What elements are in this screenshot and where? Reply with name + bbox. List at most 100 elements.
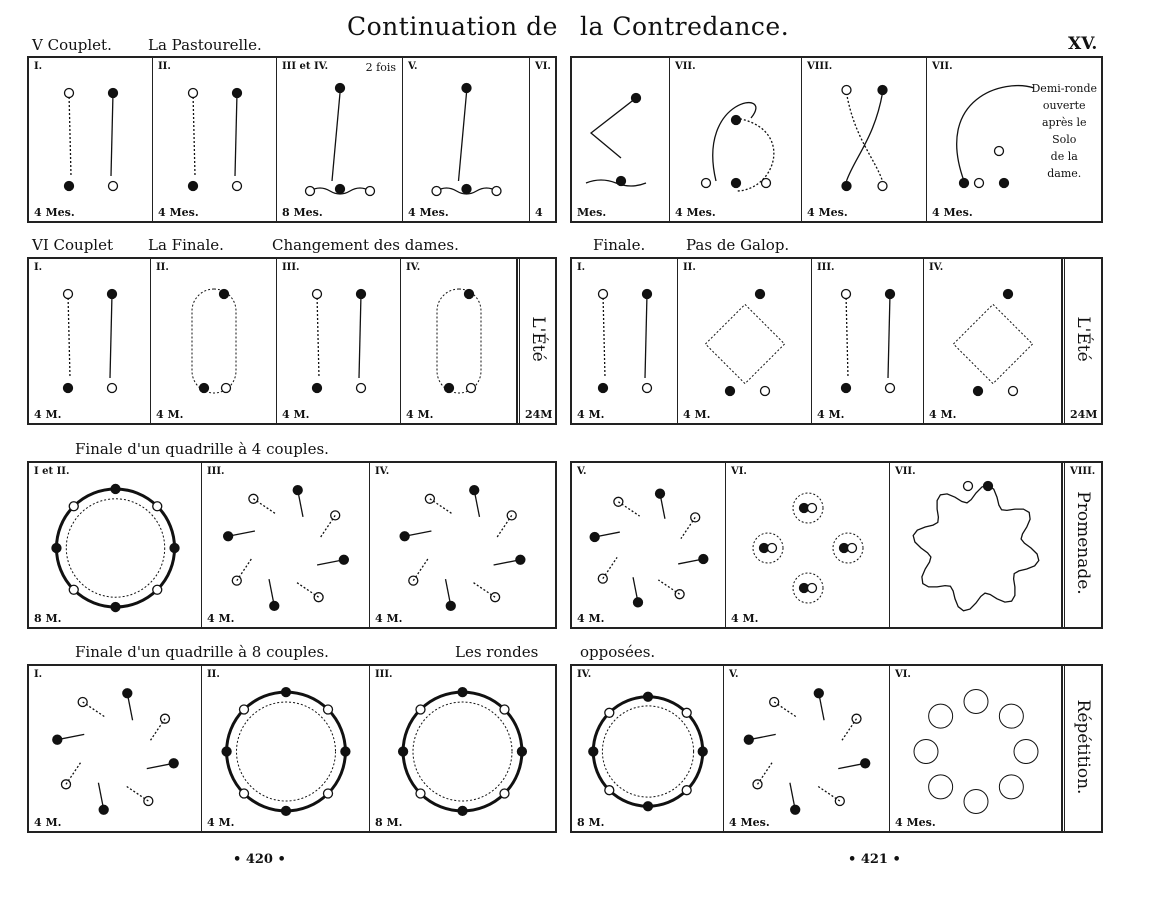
dance-figure-diagram (704, 288, 786, 397)
dame-mark (465, 382, 477, 394)
figure-note: Demi-ronde ouverte après le Solo de la d… (1031, 82, 1097, 180)
figure-number: VI. (895, 669, 911, 680)
path-line (952, 303, 1034, 385)
figure-panel: V.4 M. (572, 463, 726, 627)
dame-mark (415, 704, 426, 715)
cavalier-mark (107, 87, 119, 99)
figure-panel: VI.4 (530, 58, 555, 221)
figure-row-quadrille-4: I et II.8 M.III.4 M.IV.4 M. (27, 461, 557, 629)
path-line (789, 782, 796, 810)
path-line (67, 293, 71, 379)
dame-mark (68, 501, 79, 512)
path-line (594, 531, 620, 538)
dame-mark (415, 788, 426, 799)
ring-path (832, 532, 864, 564)
measure-count: 4 (535, 206, 543, 219)
figure-panel: II.4 M. (678, 259, 812, 423)
cavalier-mark (280, 686, 292, 698)
dance-figure-diagram (841, 84, 888, 192)
dame-mark (152, 584, 163, 595)
dance-figure-diagram (913, 689, 1039, 814)
figure-number: VI. (731, 466, 747, 477)
dame-mark (499, 788, 510, 799)
cavalier-mark (51, 542, 62, 554)
path-line (589, 97, 637, 159)
figure-number: I. (577, 262, 586, 273)
cavalier-mark (463, 288, 475, 300)
caption-la-finale: La Finale. (148, 236, 224, 254)
figure-panel: II.4 M. (202, 666, 370, 831)
dance-figure-diagram (63, 87, 119, 192)
path-line (358, 293, 362, 379)
ring-path (928, 703, 954, 729)
figure-number: III et IV. (282, 61, 329, 72)
figure-number: VIII. (1070, 466, 1096, 477)
figure-number: VII. (895, 466, 916, 477)
dance-figure-diagram (912, 480, 1040, 612)
path-line (191, 288, 237, 394)
figure-panel: I et II.8 M. (29, 463, 202, 627)
dance-figure-diagram (597, 288, 653, 394)
figure-number: III. (207, 466, 225, 477)
ring-path (792, 572, 824, 604)
cavalier-mark (813, 688, 824, 699)
ring-path (928, 774, 954, 800)
path-line (109, 293, 113, 379)
figure-number: IV. (577, 669, 592, 680)
measure-count: 4 M. (577, 612, 605, 625)
cavalier-mark (218, 288, 230, 300)
path-line (412, 557, 430, 581)
measure-count: 4 Mes. (34, 206, 75, 219)
cavalier-mark (642, 801, 654, 812)
dance-figure-diagram (62, 288, 118, 394)
dance-figure-diagram (743, 688, 871, 815)
cavalier-mark (355, 288, 367, 300)
figure-number: II. (683, 262, 696, 273)
dame-mark (769, 696, 780, 708)
dame-mark (62, 288, 74, 300)
path-line (473, 490, 481, 518)
dame-mark (846, 542, 858, 554)
measure-count: 8 Mes. (282, 206, 323, 219)
cavalier-mark (338, 554, 350, 565)
dame-mark (322, 704, 334, 715)
cavalier-mark (169, 542, 180, 554)
cavalier-mark (743, 734, 754, 745)
figure-number: IV. (375, 466, 390, 477)
figure-panel: VIII.Promenade. (1062, 463, 1101, 627)
path-line (234, 92, 238, 177)
ring-path (601, 705, 695, 798)
caption-pas-de-galop: Pas de Galop. (686, 236, 790, 254)
cavalier-mark (597, 382, 609, 394)
title-right: la Contredance. (580, 12, 790, 41)
dame-mark (159, 713, 171, 724)
cavalier-mark (641, 288, 653, 300)
cavalier-mark (1002, 288, 1014, 300)
figure-panel: Répétition. (1062, 666, 1101, 831)
cavalier-mark (221, 746, 232, 757)
caption-changement: Changement des dames. (272, 236, 459, 254)
path-line (429, 498, 453, 515)
cavalier-mark (62, 382, 74, 394)
cavalier-mark (516, 746, 528, 757)
dance-figure-diagram (191, 288, 237, 394)
dame-mark (231, 180, 243, 192)
dame-mark (806, 582, 818, 594)
ring-path (65, 498, 166, 598)
title-left: Continuation de (347, 12, 558, 41)
path-line (495, 515, 513, 539)
path-line (444, 578, 452, 606)
cavalier-mark (632, 597, 644, 608)
figure-number: VIII. (807, 61, 833, 72)
dance-figure-diagram (311, 288, 367, 394)
dance-figure-diagram (588, 691, 708, 812)
path-line (65, 761, 82, 785)
figure-number: IV. (406, 262, 421, 273)
dance-figure-diagram (840, 288, 896, 394)
figure-row-pastourelle-right: Mes.VII.4 Mes.VIII.4 Mes.VII.Demi-ronde … (570, 56, 1103, 223)
cavalier-mark (110, 601, 121, 613)
path-line (680, 517, 696, 539)
dance-figure-diagram (397, 686, 528, 817)
cavalier-mark (958, 177, 970, 189)
